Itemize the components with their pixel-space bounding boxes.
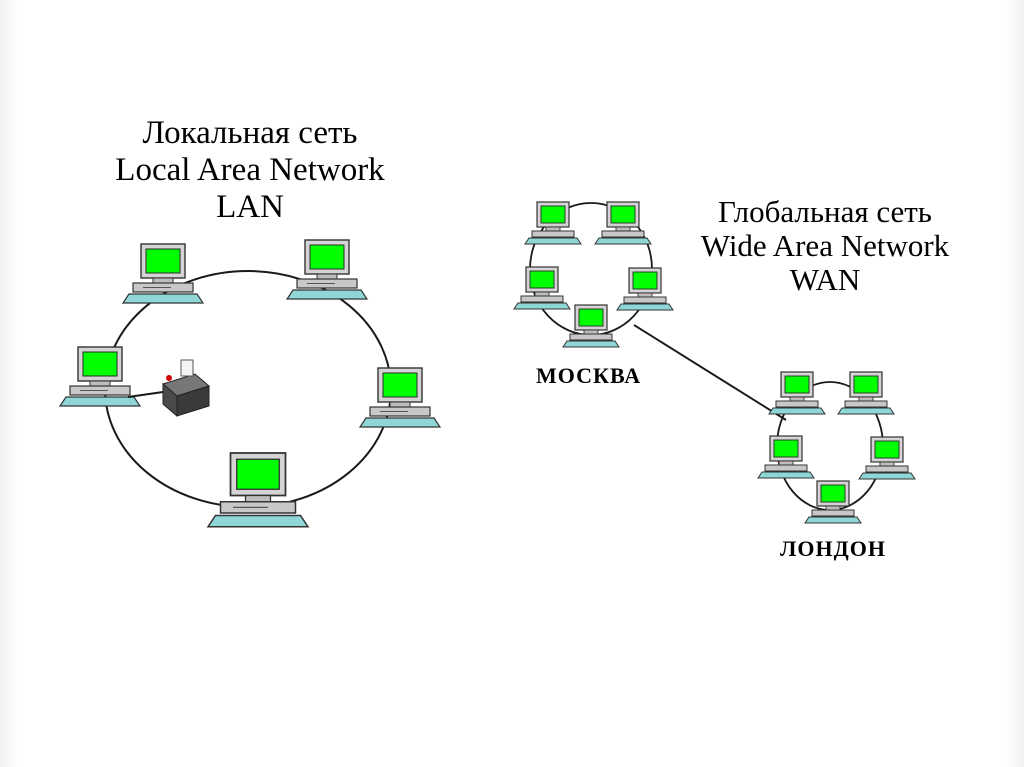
wan-title: Глобальная сеть Wide Area Network WAN [660,194,990,298]
london-computer-3 [757,435,815,479]
moscow-computer-3 [513,266,571,310]
lan-computer-bottom [207,452,309,528]
wan-title-ru: Глобальная сеть [718,194,932,229]
london-computer-5 [804,480,862,524]
moscow-computer-2 [594,201,652,245]
wan-title-abbr: WAN [789,262,861,297]
wan-link [633,324,787,421]
printer-icon [161,359,211,418]
moscow-computer-5 [562,304,620,348]
lan-title-abbr: LAN [216,189,284,225]
lan-computer-top-right [286,239,368,300]
lan-computer-left [59,346,141,407]
london-computer-2 [837,371,895,415]
city-label-london: ЛОНДОН [780,536,886,561]
london-computer-4 [858,436,916,480]
lan-title-ru: Локальная сеть [142,115,358,151]
lan-computer-right [359,367,441,428]
city-label-moscow: МОСКВА [536,363,642,388]
lan-computer-top-left [122,243,204,304]
london-computer-1 [768,371,826,415]
lan-title: Локальная сеть Local Area Network LAN [60,116,440,227]
moscow-computer-1 [524,201,582,245]
lan-title-en: Local Area Network [115,152,385,188]
wan-title-en: Wide Area Network [700,228,950,263]
